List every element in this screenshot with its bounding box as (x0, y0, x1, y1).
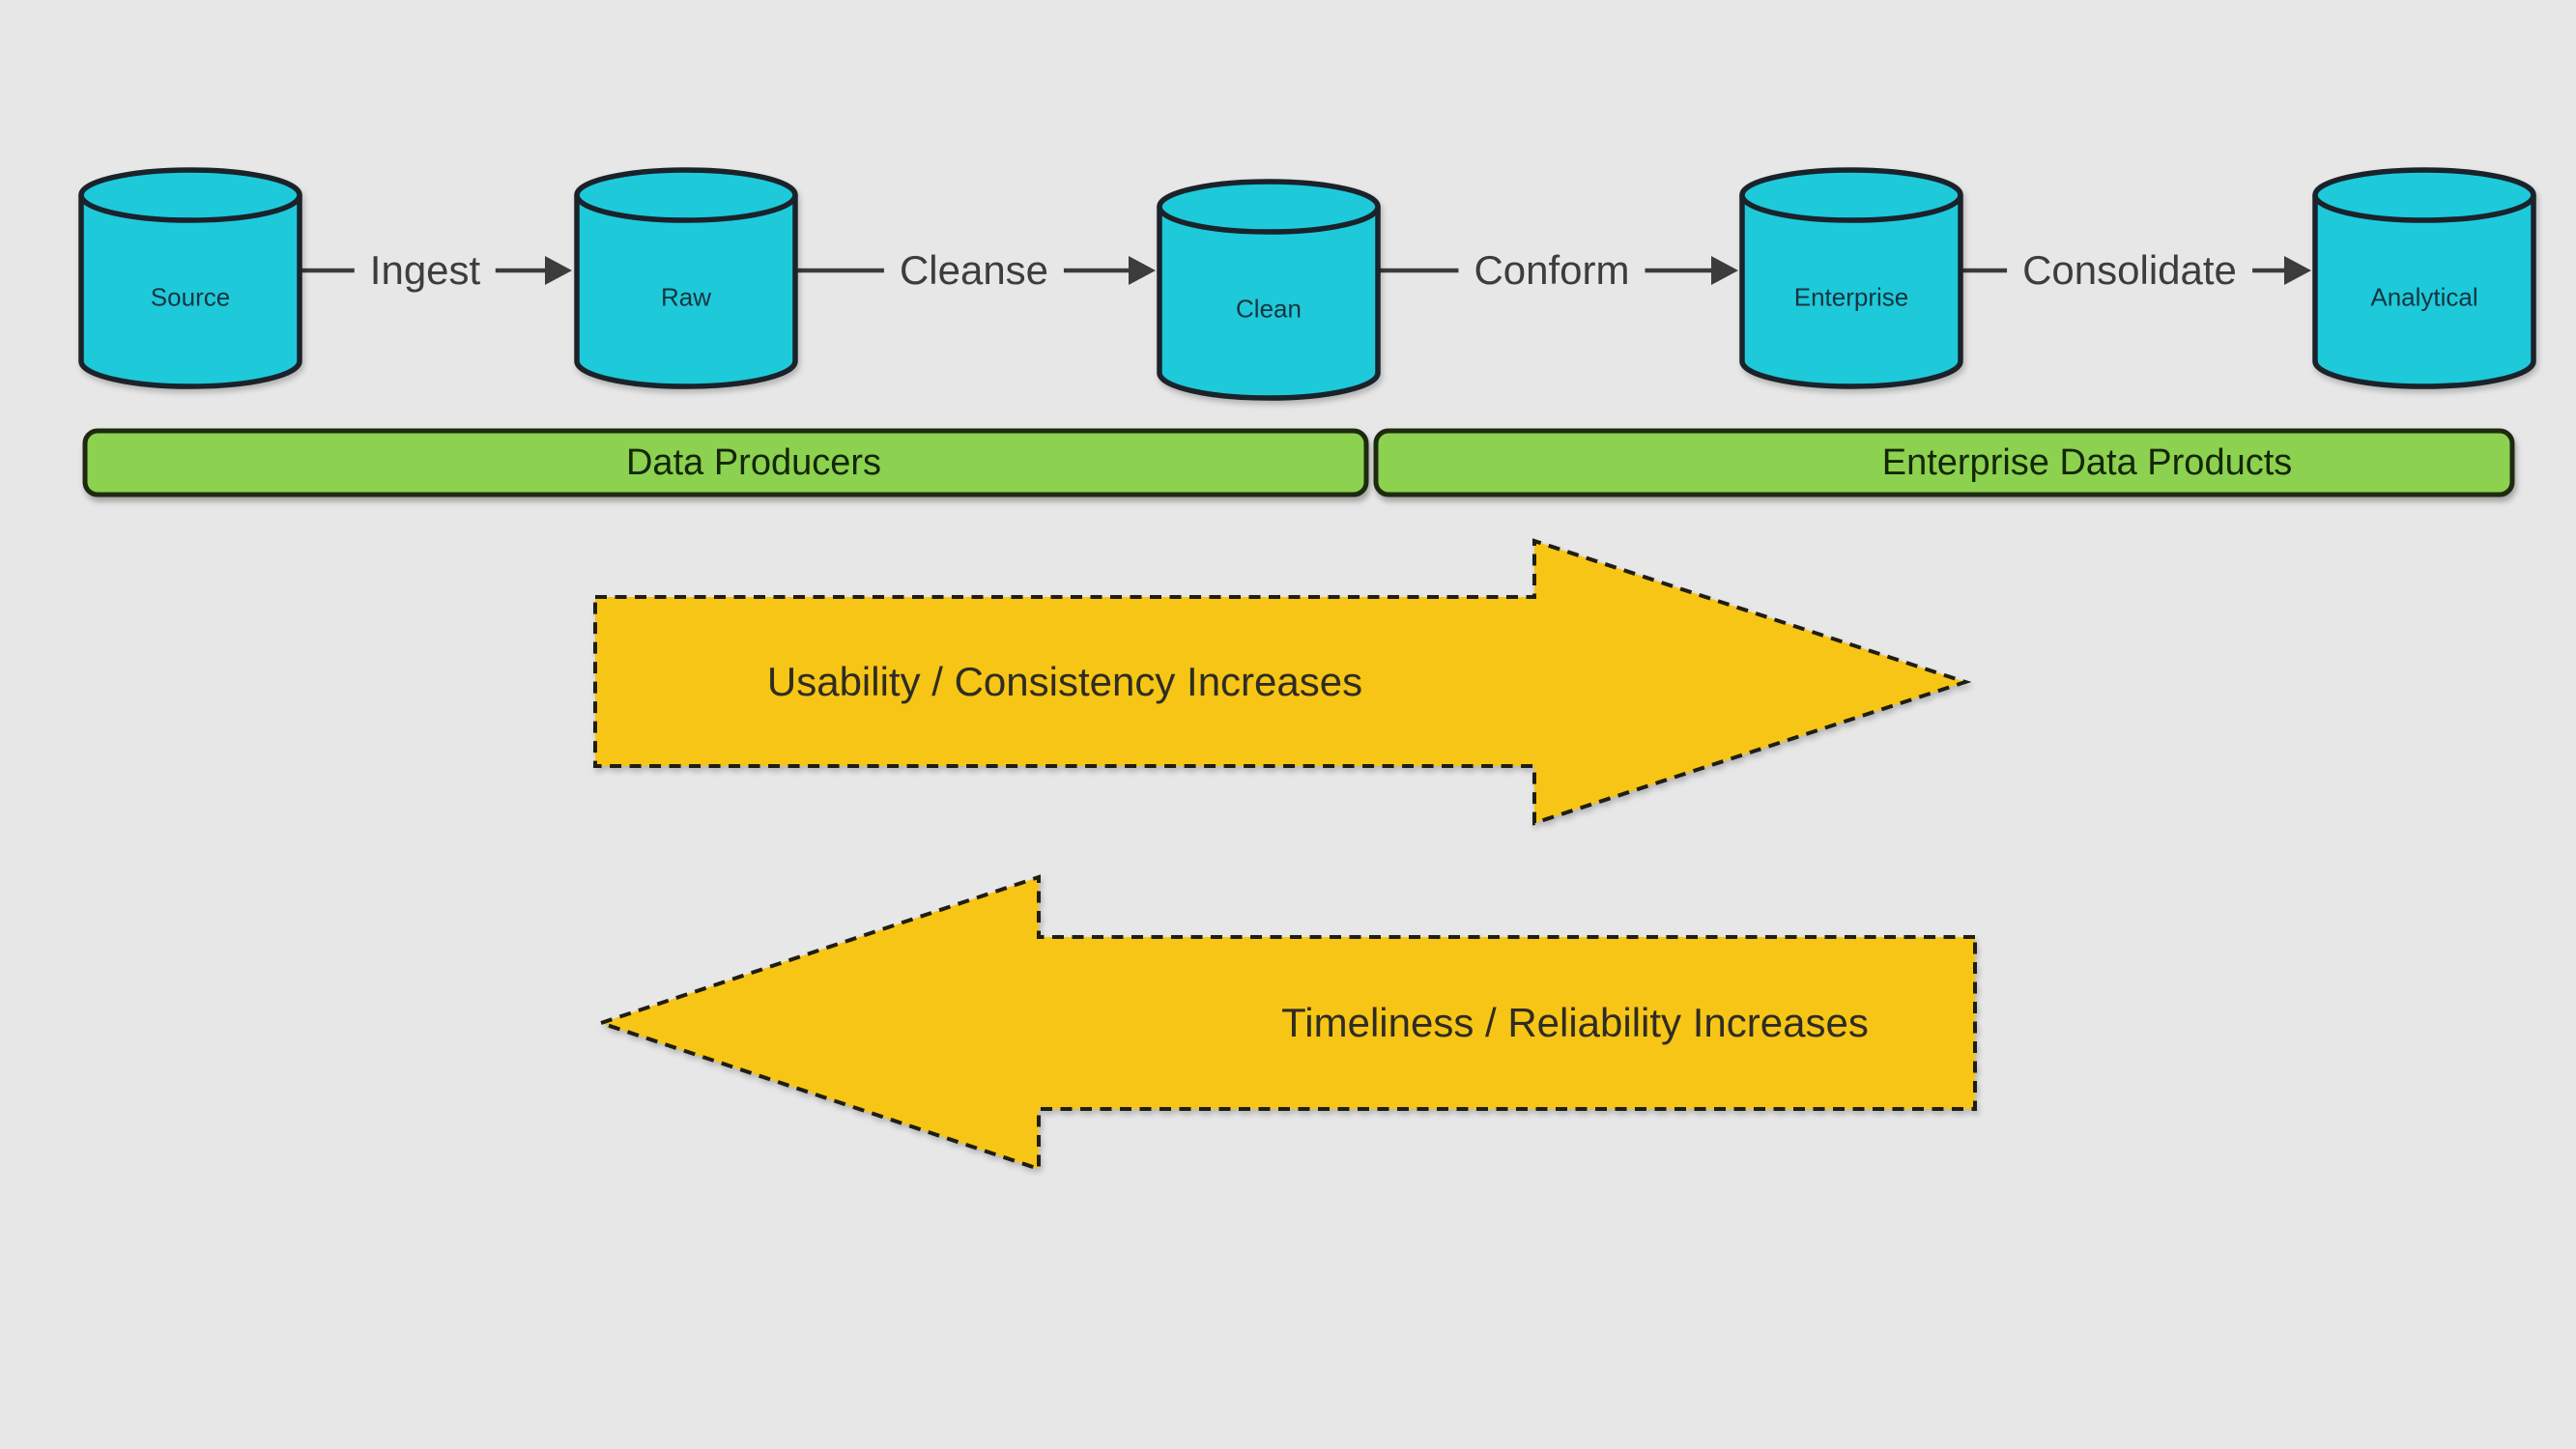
block-arrow-right-usability (593, 538, 1972, 826)
cylinder-source (78, 167, 302, 389)
node-label-clean: Clean (1236, 294, 1302, 324)
edge-label-consolidate: Consolidate (2007, 245, 2252, 296)
edge-label-conform: Conform (1458, 245, 1646, 296)
band-enterprise-data-products (1373, 428, 2515, 497)
arrowhead-right-icon (1711, 256, 1738, 285)
node-label-raw: Raw (660, 282, 712, 312)
cylinder-clean (1157, 179, 1381, 401)
cylinder-raw (574, 167, 798, 389)
node-label-analytical: Analytical (2370, 282, 2478, 312)
node-label-source: Source (150, 282, 231, 312)
node-label-enterprise: Enterprise (1793, 282, 1909, 312)
arrow-label-usability: Usability / Consistency Increases (766, 658, 1363, 704)
band-data-producers (82, 428, 1369, 497)
band-label-enterprise-data-products: Enterprise Data Products (1881, 442, 2293, 484)
edge-label-cleanse: Cleanse (883, 245, 1065, 296)
edge-label-ingest: Ingest (354, 245, 497, 296)
cylinder-enterprise (1739, 167, 1963, 389)
arrow-label-timeliness: Timeliness / Reliability Increases (1281, 999, 1869, 1045)
arrowhead-right-icon (1129, 256, 1156, 285)
band-label-data-producers: Data Producers (625, 442, 882, 484)
cylinder-analytical (2312, 167, 2536, 389)
block-arrow-left-timeliness (594, 874, 1977, 1172)
arrowhead-right-icon (2284, 256, 2311, 285)
arrowhead-right-icon (545, 256, 572, 285)
